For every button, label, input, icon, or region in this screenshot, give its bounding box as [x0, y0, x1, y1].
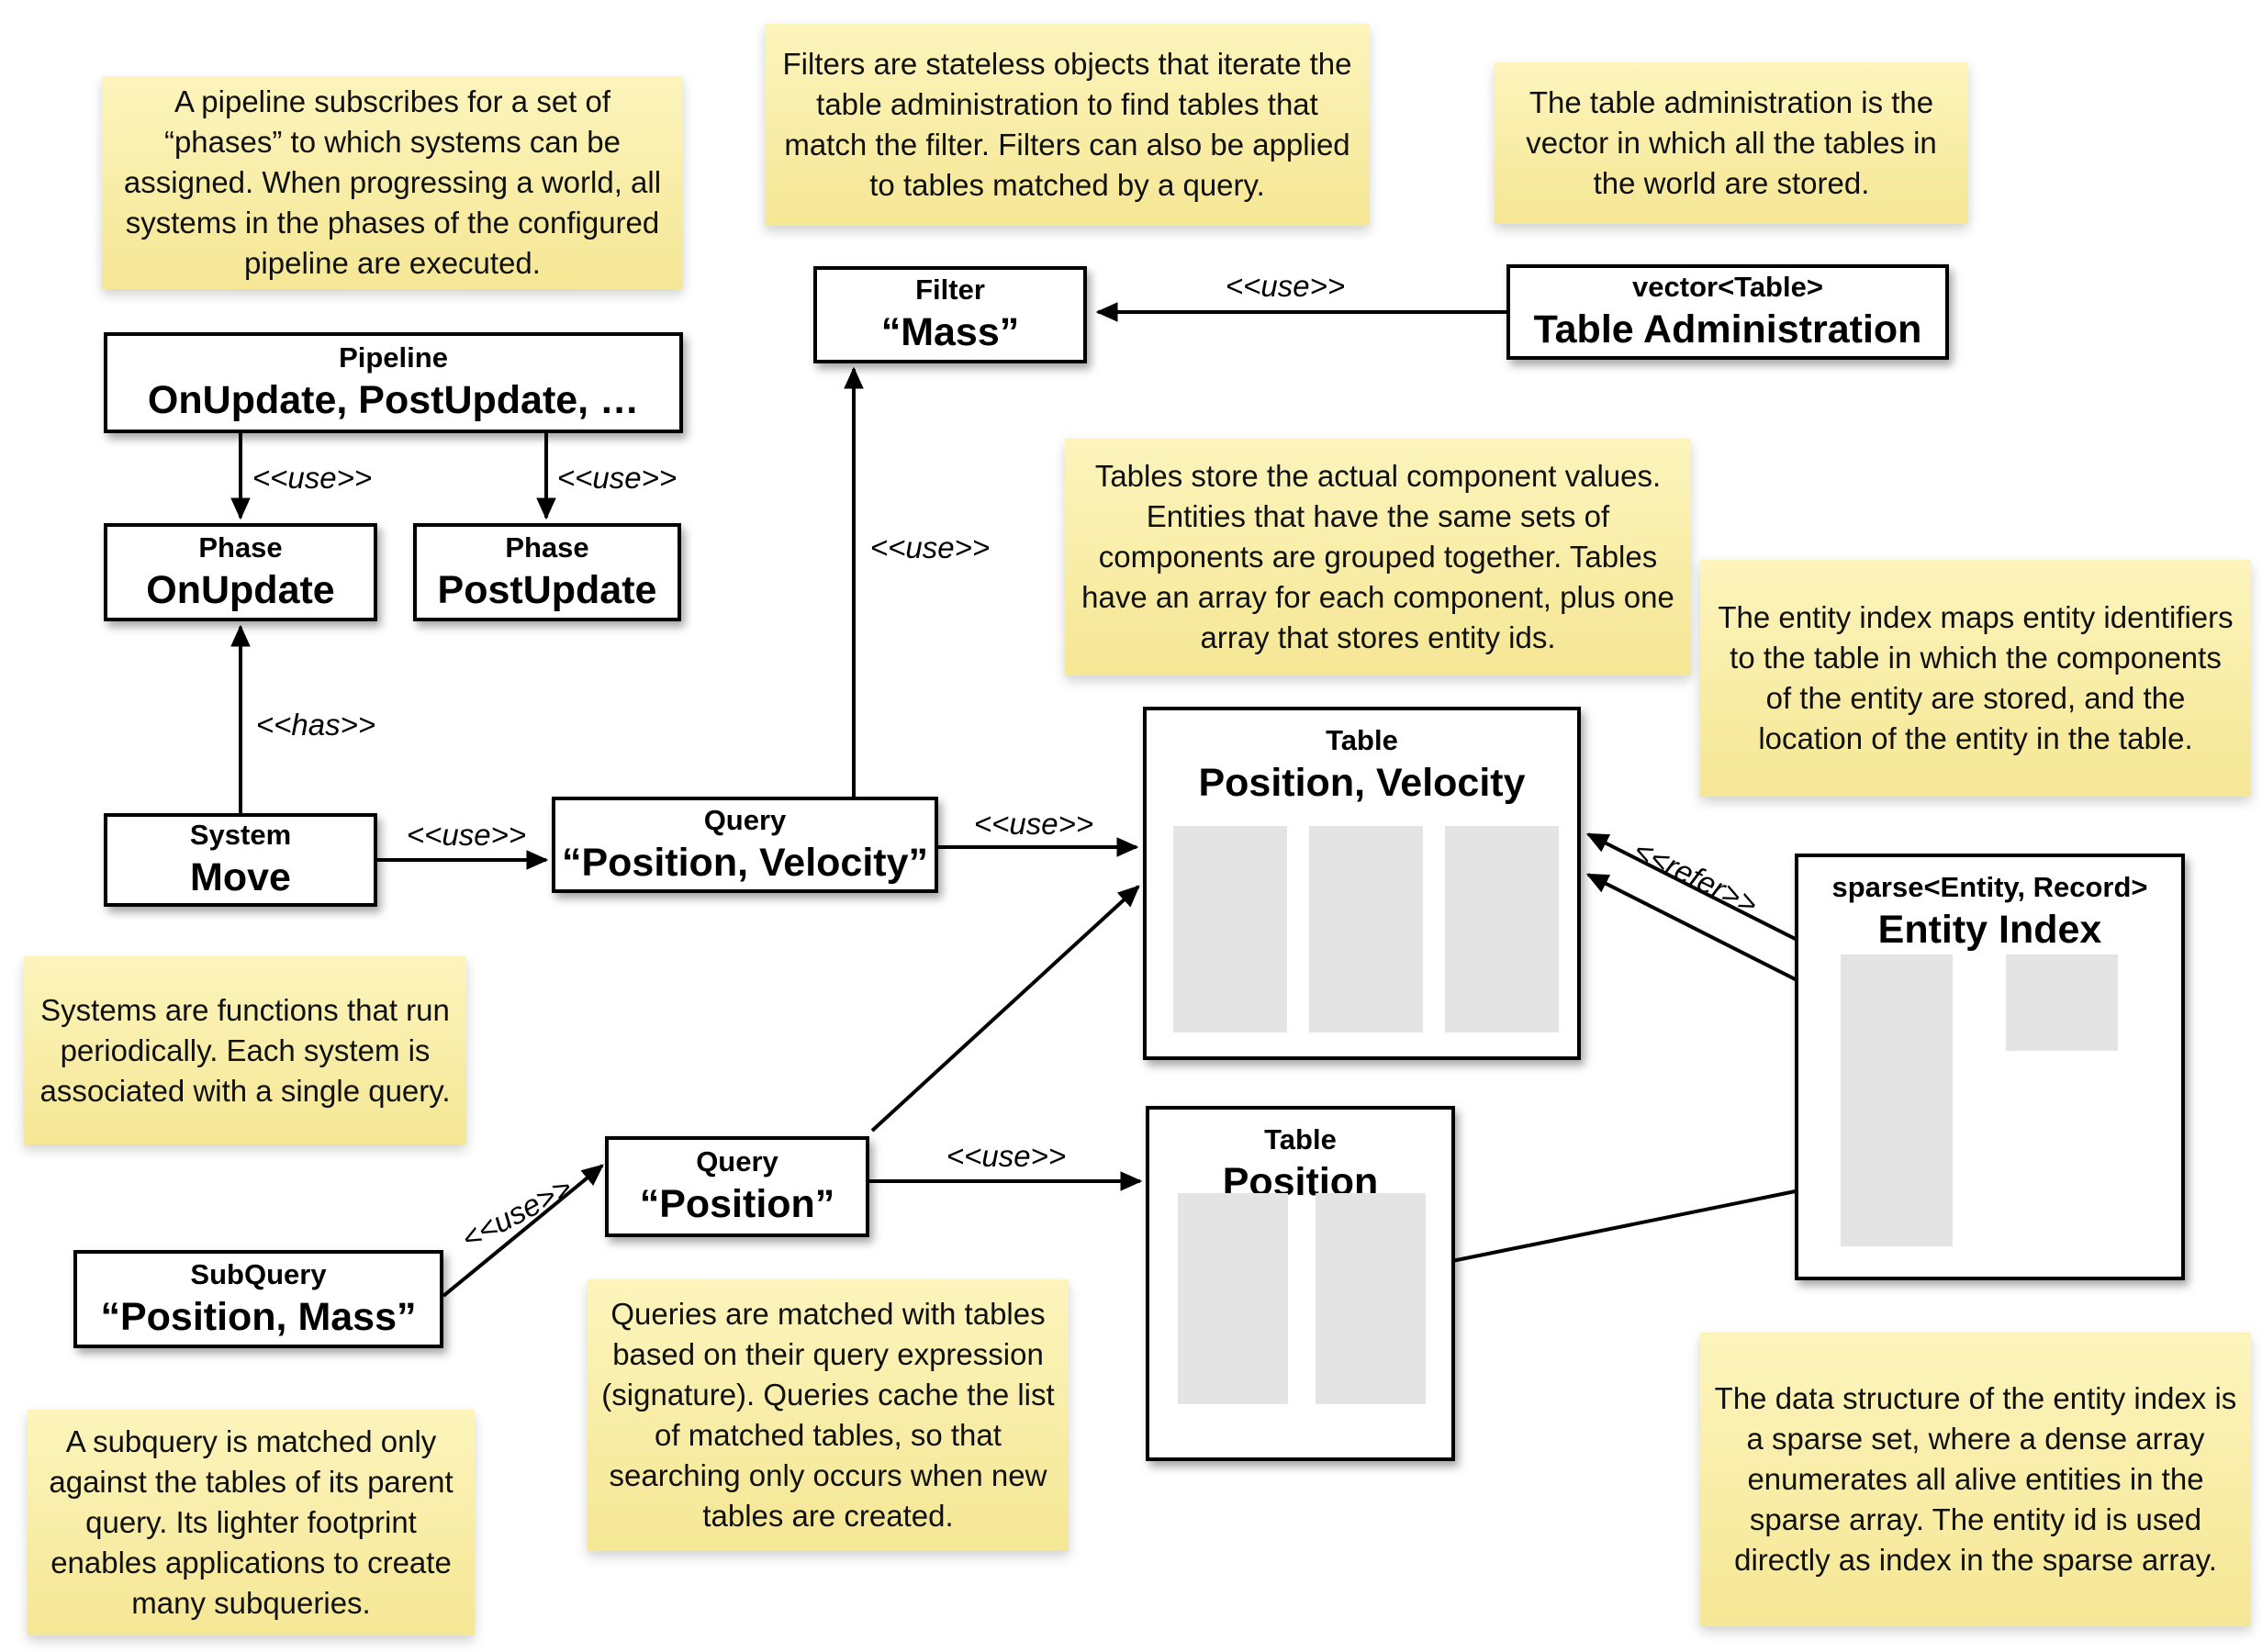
note-systems: Systems are functions that run periodica… [24, 956, 466, 1144]
note-table-administration: The table administration is the vector i… [1495, 62, 1968, 224]
node-name: PostUpdate [437, 567, 657, 612]
component-array-column [1445, 826, 1559, 1032]
node-stereotype: Pipeline [339, 341, 448, 374]
node-table-administration: vector<Table> Table Administration [1506, 264, 1949, 360]
edge-label-use: <<use>> [869, 530, 991, 564]
node-name: “Mass” [880, 310, 1020, 354]
node-name: Move [190, 855, 291, 899]
node-name: Entity Index [1877, 908, 2102, 952]
component-array-column [1316, 1193, 1426, 1404]
node-stereotype: Filter [915, 273, 985, 306]
note-tables: Tables store the actual component values… [1065, 439, 1691, 675]
node-subquery: SubQuery “Position, Mass” [73, 1250, 443, 1348]
node-filter-mass: Filter “Mass” [813, 266, 1087, 363]
arrow-entityindex-tablep [1431, 1180, 1842, 1271]
note-entity-index: The entity index maps entity identifiers… [1700, 560, 2251, 797]
note-queries: Queries are matched with tables based on… [588, 1279, 1069, 1551]
dense-array-block [2006, 954, 2118, 1051]
edge-label-use: <<use>> [252, 461, 373, 495]
node-stereotype: Query [703, 803, 787, 836]
node-name: “Position” [639, 1182, 835, 1226]
edge-label-use: <<use>> [973, 807, 1094, 841]
edge-label-use: <<use>> [946, 1139, 1067, 1173]
node-stereotype: Table [1264, 1123, 1337, 1155]
node-stereotype: Table [1326, 724, 1398, 756]
node-name: OnUpdate [146, 567, 335, 612]
node-stereotype: SubQuery [190, 1257, 327, 1290]
node-stereotype: Phase [505, 530, 589, 564]
arrow-queryp-tablepv [870, 885, 1140, 1133]
node-stereotype: vector<Table> [1632, 271, 1823, 303]
edge-label-has: <<has>> [255, 708, 376, 742]
node-stereotype: sparse<Entity, Record> [1831, 871, 2148, 903]
component-array-column [1173, 826, 1287, 1032]
sparse-array-column [1841, 954, 1953, 1246]
note-subquery: A subquery is matched only against the t… [28, 1410, 475, 1635]
node-pipeline: Pipeline OnUpdate, PostUpdate, … [104, 332, 683, 433]
node-stereotype: System [189, 819, 292, 851]
component-array-column [1309, 826, 1423, 1032]
node-phase-postupdate: Phase PostUpdate [413, 523, 681, 621]
edge-label-use: <<use>> [556, 461, 677, 495]
node-name: Position, Velocity [1198, 761, 1526, 805]
edge-label-use: <<use>> [406, 818, 527, 852]
node-query-position-velocity: Query “Position, Velocity” [552, 797, 938, 893]
edge-label-use: <<use>> [1225, 269, 1346, 303]
note-filters: Filters are stateless objects that itera… [765, 24, 1370, 226]
node-name: Table Administration [1533, 307, 1922, 352]
edge-label-use: <<use>> [455, 1169, 577, 1256]
component-array-column [1178, 1193, 1288, 1404]
node-stereotype: Phase [198, 530, 283, 564]
node-stereotype: Query [696, 1145, 778, 1178]
node-phase-onupdate: Phase OnUpdate [104, 523, 377, 621]
edge-label-refer: <<refer>> [1628, 832, 1764, 921]
node-query-position: Query “Position” [605, 1136, 869, 1237]
node-name: “Position, Mass” [100, 1294, 417, 1339]
node-name: “Position, Velocity” [561, 840, 929, 885]
note-pipeline: A pipeline subscribes for a set of “phas… [102, 76, 683, 289]
note-sparse-set: The data structure of the entity index i… [1700, 1333, 2251, 1626]
node-system-move: System Move [104, 813, 377, 907]
node-name: OnUpdate, PostUpdate, … [147, 378, 640, 422]
